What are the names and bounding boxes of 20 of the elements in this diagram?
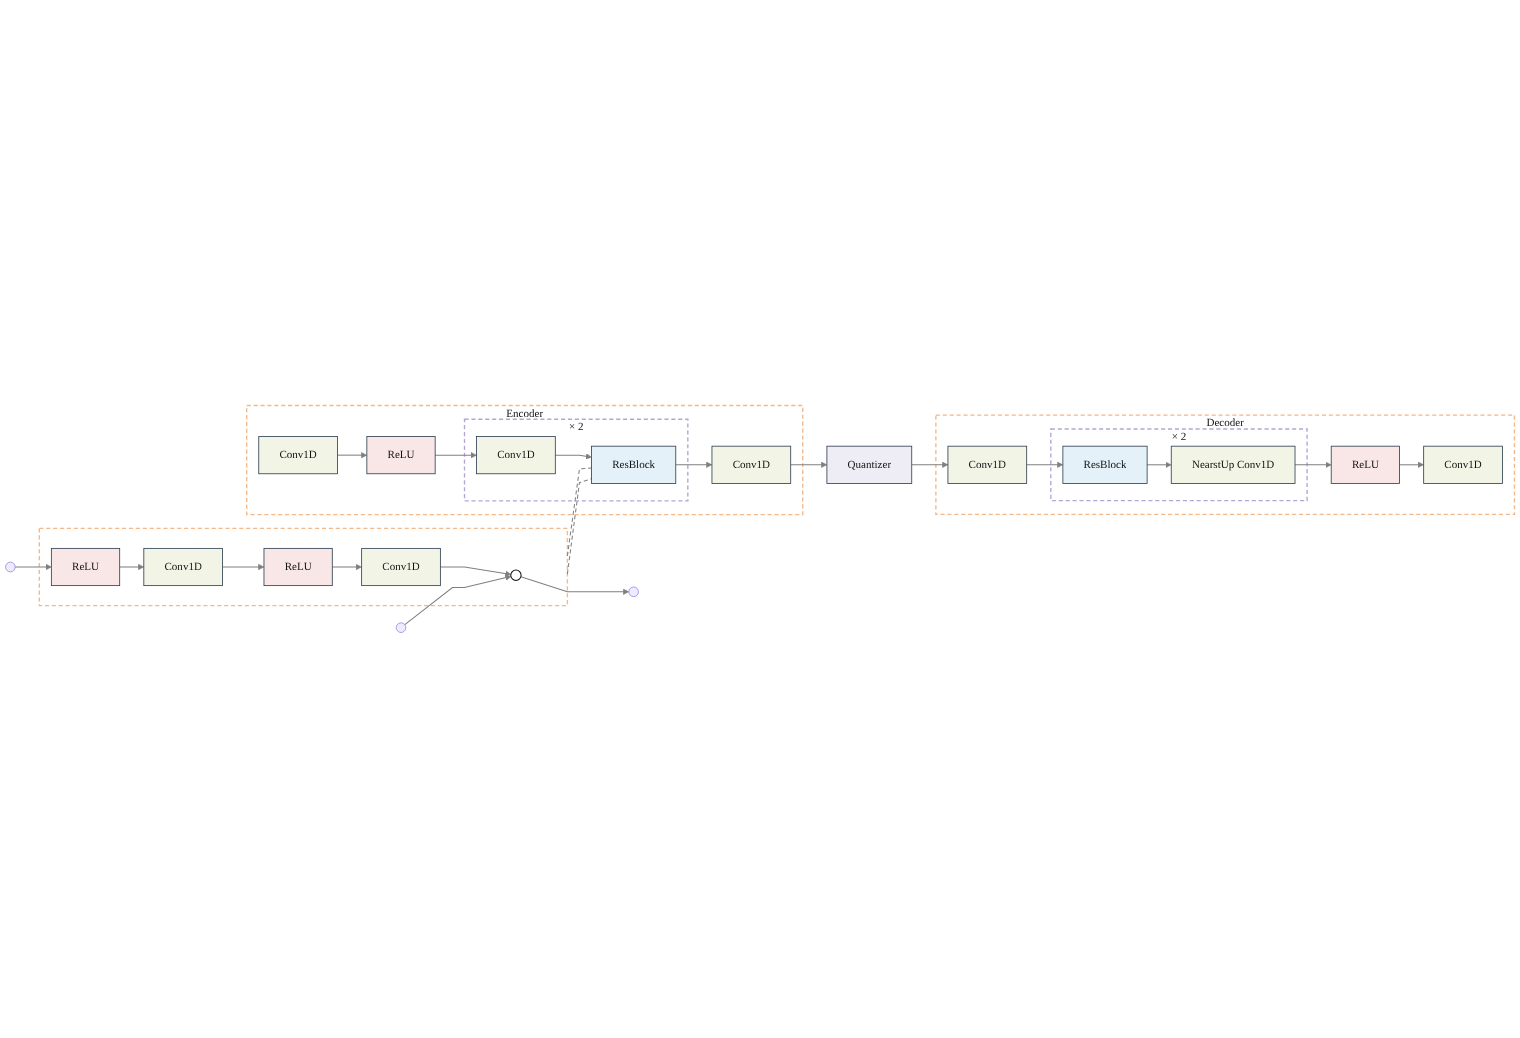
- node-circle: [510, 569, 522, 581]
- arrow: [790, 461, 828, 468]
- connector: [566, 478, 593, 575]
- arrow: [222, 563, 265, 571]
- arrow: [14, 563, 52, 571]
- arrow: [439, 566, 512, 577]
- arrow: [911, 461, 949, 468]
- arrow: [1026, 461, 1064, 468]
- arrow: [1399, 461, 1424, 468]
- arrow: [331, 563, 362, 571]
- arrow: [520, 576, 630, 595]
- cluster: [38, 527, 569, 607]
- arrow: [1294, 461, 1332, 468]
- arrow: [337, 452, 368, 459]
- arrow: [119, 563, 145, 571]
- arrow: [1146, 461, 1172, 468]
- arrow: [554, 453, 592, 460]
- arrow: [675, 461, 713, 468]
- arrow: [434, 452, 477, 459]
- arrow: [404, 574, 512, 626]
